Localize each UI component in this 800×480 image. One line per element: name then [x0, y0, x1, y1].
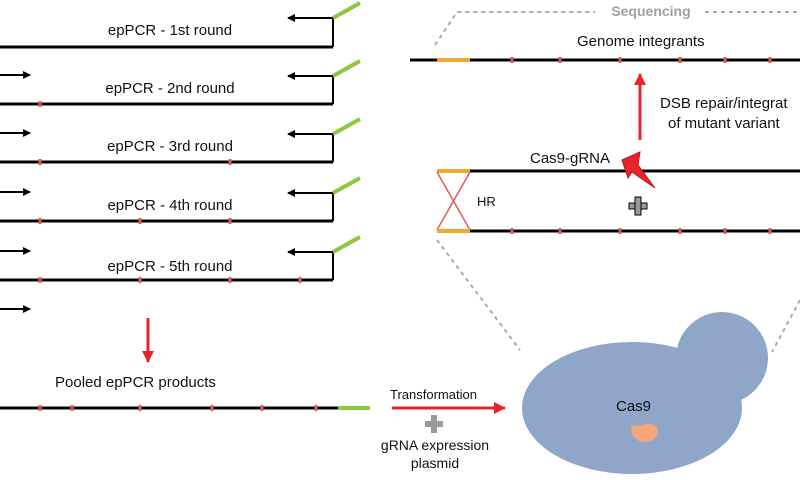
grna-plasmid-label-1: gRNA expression	[380, 437, 490, 453]
dsb-label-1: DSB repair/integrat	[660, 95, 788, 112]
hr-label: HR	[477, 194, 496, 209]
round-5-strand	[0, 235, 361, 283]
round-1-strand	[0, 1, 361, 49]
sequencing-bracket	[434, 11, 800, 46]
hr-crossover	[436, 171, 471, 231]
zoom-line-right	[771, 299, 800, 353]
round-1-label: epPCR - 1st round	[107, 22, 233, 39]
yeast-cell	[522, 312, 768, 474]
lightning-icon	[621, 151, 656, 189]
genome-integrants-strand	[410, 57, 800, 63]
pooled-label: Pooled epPCR products	[55, 374, 216, 391]
round-2-strand	[0, 59, 361, 107]
round-4-label: epPCR - 4th round	[107, 197, 233, 214]
cas9-label: Cas9	[616, 398, 652, 415]
grna-plasmid-label-2: plasmid	[410, 455, 460, 471]
round-3-label: epPCR - 3rd round	[107, 138, 233, 155]
sequencing-label: Sequencing	[611, 3, 691, 19]
transformation-label: Transformation	[390, 387, 477, 402]
round-4-strand	[0, 176, 361, 224]
plus-icon	[425, 415, 443, 433]
pooled-strand	[0, 405, 370, 411]
cas9-grna-label: Cas9-gRNA	[530, 150, 611, 167]
donor-strand	[437, 228, 800, 234]
round-3-strand	[0, 117, 361, 165]
zoom-line-left	[436, 239, 521, 351]
round-2-label: epPCR - 2nd round	[105, 80, 235, 97]
nucleus-shape	[631, 423, 658, 443]
genome-integrants-label: Genome integrants	[577, 33, 705, 50]
round-5-label: epPCR - 5th round	[107, 258, 233, 275]
dsb-label-2: of mutant variant	[668, 115, 780, 132]
plus-icon-2	[628, 196, 648, 216]
